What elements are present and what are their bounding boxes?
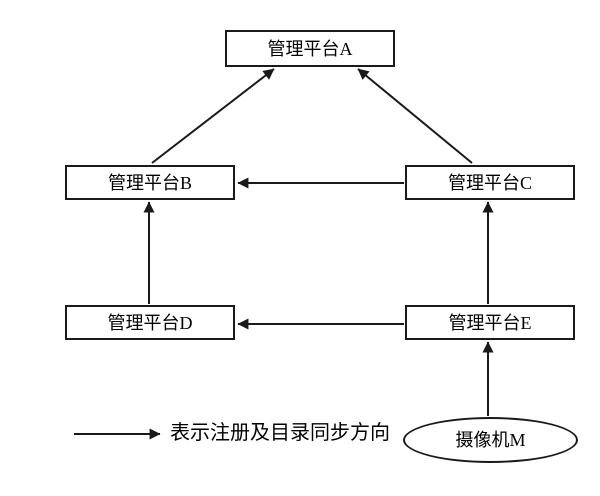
node-platform-b-label: 管理平台B <box>107 172 192 193</box>
node-platform-c-label: 管理平台C <box>447 172 532 193</box>
arrow-c-to-a <box>357 68 473 164</box>
node-platform-d-label: 管理平台D <box>107 312 193 333</box>
arrow-b-to-a <box>151 68 275 164</box>
node-camera-label: 摄像机M <box>455 430 526 450</box>
node-platform-b: 管理平台B <box>65 165 235 200</box>
node-platform-c: 管理平台C <box>405 165 575 200</box>
node-platform-e-label: 管理平台E <box>448 312 532 333</box>
node-camera: 摄像机M <box>403 417 578 463</box>
node-platform-e: 管理平台E <box>405 305 575 340</box>
node-platform-a-label: 管理平台A <box>267 38 353 59</box>
legend-label: 表示注册及目录同步方向 <box>170 422 390 444</box>
node-platform-a: 管理平台A <box>225 30 395 67</box>
node-platform-d: 管理平台D <box>65 305 235 340</box>
